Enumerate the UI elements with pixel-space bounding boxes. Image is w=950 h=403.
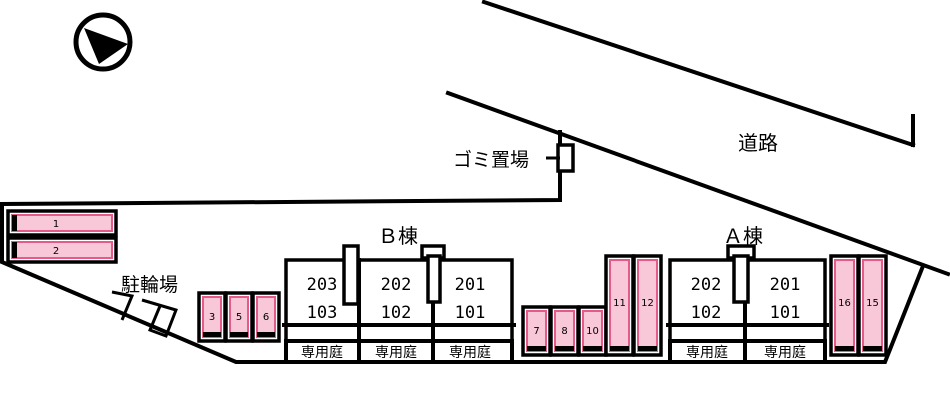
- parking-space-number: 12: [641, 298, 654, 309]
- parking-space: 12: [632, 254, 663, 357]
- private-garden-label: 専用庭: [686, 344, 728, 361]
- parking-space: 10: [577, 305, 608, 357]
- unit-label: 203: [307, 275, 338, 295]
- bicycle-parking-label: 駐輪場: [121, 274, 178, 296]
- parking-space: 3: [197, 291, 227, 343]
- private-garden-label: 専用庭: [375, 344, 417, 361]
- unit-label: 201: [455, 275, 486, 295]
- wheel-stop: [555, 346, 574, 351]
- parking-space: 15: [857, 254, 888, 357]
- building-a: [666, 244, 829, 364]
- unit-label: 202: [691, 275, 722, 295]
- building-b-gardens: 専用庭 専用庭 専用庭: [301, 344, 491, 361]
- parking-space-number: 15: [866, 298, 879, 309]
- parking-space-number: 7: [533, 326, 539, 337]
- building-b: [282, 244, 516, 364]
- building-b-label: Ｂ棟: [378, 224, 418, 248]
- wheel-stop: [863, 346, 882, 351]
- parking-space: 5: [224, 291, 254, 343]
- building-a-gardens: 専用庭 専用庭: [686, 344, 806, 361]
- unit-label: 202: [381, 275, 412, 295]
- parking-space-number: 16: [838, 298, 851, 309]
- parking-space-fill: [11, 214, 113, 232]
- wheel-stop: [230, 332, 248, 337]
- site-boundary: [0, 0, 950, 364]
- parking-space: 8: [549, 305, 580, 357]
- wheel-stop: [638, 346, 657, 351]
- unit-label: 101: [455, 303, 486, 323]
- private-garden-label: 専用庭: [449, 344, 491, 361]
- parking-space: 7: [521, 305, 552, 357]
- parking-space-number: 10: [586, 326, 599, 337]
- parking-space-number: 3: [209, 312, 215, 323]
- wheel-stop: [257, 332, 275, 337]
- parking-space: 11: [604, 254, 635, 357]
- wheel-stop: [12, 215, 17, 231]
- private-garden-label: 専用庭: [301, 344, 343, 361]
- bicycle-parking: [111, 290, 178, 338]
- wheel-stop: [527, 346, 546, 351]
- building-a-label: Ａ棟: [723, 224, 763, 248]
- unit-label: 103: [307, 303, 338, 323]
- parking-space: 2: [6, 236, 118, 264]
- parking-space-number: 5: [236, 312, 242, 323]
- parking-space-fill: [11, 241, 113, 259]
- parking-space: 6: [251, 291, 281, 343]
- wheel-stop: [203, 332, 221, 337]
- building-a-units: 202 102 201 101: [691, 275, 801, 323]
- unit-label: 102: [691, 303, 722, 323]
- garbage-area-label: ゴミ置場: [453, 149, 529, 171]
- parking-space: 1: [6, 209, 118, 237]
- road-label: 道路: [738, 131, 778, 155]
- parking-space-number: 2: [53, 246, 59, 257]
- building-b-units: 203 103 202 102 201 101: [307, 275, 486, 323]
- parking-space: 16: [829, 254, 860, 357]
- parking-space-number: 1: [53, 219, 59, 230]
- unit-label: 201: [770, 275, 801, 295]
- wheel-stop: [12, 242, 17, 258]
- wheel-stop: [610, 346, 629, 351]
- north-arrow-icon: [73, 12, 133, 72]
- private-garden-label: 専用庭: [764, 344, 806, 361]
- wheel-stop: [583, 346, 602, 351]
- wheel-stop: [835, 346, 854, 351]
- garbage-area: [546, 143, 575, 173]
- parking-space-number: 11: [613, 298, 626, 309]
- parking-space-number: 6: [263, 312, 269, 323]
- unit-label: 101: [770, 303, 801, 323]
- parking-space-number: 8: [561, 326, 567, 337]
- unit-label: 102: [381, 303, 412, 323]
